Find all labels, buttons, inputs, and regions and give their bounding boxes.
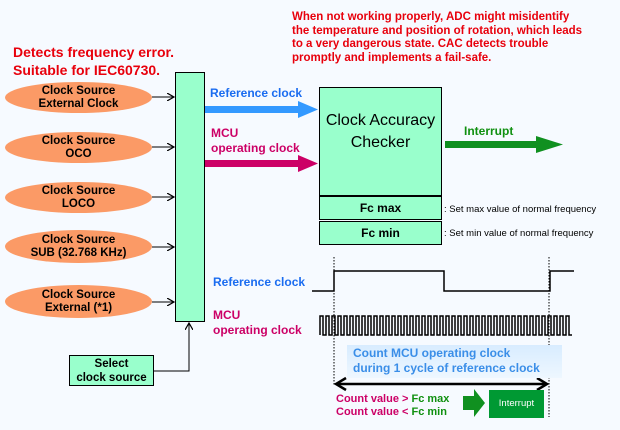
count-description: Count MCU operating clock during 1 cycle… [347, 345, 562, 378]
interrupt-box: Interrupt [489, 390, 544, 418]
clock-source-external: Clock Source External (*1) [5, 285, 152, 318]
mcu-clock-label: MCU operating clock [211, 126, 300, 156]
note-line: When not working properly, ADC might mis… [292, 11, 570, 23]
condition-max: Count value > Fc max [336, 393, 449, 406]
source-line: SUB (32.768 KHz) [30, 246, 127, 259]
source-line: Clock Source [41, 184, 116, 197]
count-line: during 1 cycle of reference clock [353, 361, 540, 375]
source-line: OCO [65, 147, 92, 160]
fc-min-box: Fc min [319, 221, 442, 245]
condition-value: Fc min [411, 406, 447, 418]
note-line: to a very dangerous state. CAC detects t… [292, 38, 549, 50]
fc-max-note: : Set max value of normal frequency [444, 204, 597, 215]
mcu-clock-arrow [204, 155, 318, 172]
clock-selector-block [175, 72, 205, 322]
clock-source-external-clock: Clock Source External Clock [5, 82, 152, 113]
select-arrow [154, 323, 189, 372]
timing-reference-label: Reference clock [213, 275, 306, 289]
condition-value: Fc max [411, 393, 450, 405]
reference-waveform [312, 270, 574, 292]
headline-line: Suitable for IEC60730. [13, 62, 161, 78]
clock-source-oco: Clock Source OCO [5, 132, 152, 163]
interrupt-label: Interrupt [464, 124, 514, 138]
safety-note: When not working properly, ADC might mis… [292, 11, 620, 65]
headline-line: Detects frequency error. [13, 44, 175, 60]
cycle-span-arrow [333, 376, 550, 392]
cac-title: Clock Accuracy [325, 112, 436, 129]
fc-min-note: : Set min value of normal frequency [444, 228, 594, 239]
headline: Detects frequency error. Suitable for IE… [13, 43, 174, 79]
source-line: Clock Source [41, 288, 116, 301]
clock-source-sub: Clock Source SUB (32.768 KHz) [5, 230, 152, 263]
count-line: Count MCU operating clock [353, 346, 511, 360]
select-line: Select [94, 358, 129, 370]
timing-mcu-label: MCU operating clock [213, 308, 302, 338]
interrupt-arrow [445, 136, 563, 153]
mcu-label-line: MCU [211, 126, 239, 140]
mcu-label-line: operating clock [211, 141, 300, 155]
interrupt-conditions: Count value > Fc max Count value < Fc mi… [336, 393, 449, 419]
reference-clock-label: Reference clock [210, 86, 303, 100]
source-line: Clock Source [41, 233, 116, 246]
source-line: Clock Source [41, 134, 116, 147]
clock-source-loco: Clock Source LOCO [5, 182, 152, 213]
source-line: LOCO [61, 197, 96, 210]
result-arrow [463, 389, 485, 417]
note-line: promptly and implements a fail-safe. [292, 51, 492, 64]
clock-accuracy-checker: Clock Accuracy Checker [319, 87, 442, 196]
mcu-label-line: operating clock [213, 323, 302, 337]
source-line: External Clock [38, 97, 119, 110]
cac-title: Checker [350, 134, 411, 151]
mcu-waveform [319, 315, 572, 336]
mcu-label-line: MCU [213, 308, 241, 322]
condition-text: Count value < [336, 406, 412, 418]
note-line: the temperature and position of rotation… [292, 24, 583, 37]
source-line: External (*1) [44, 301, 113, 314]
select-line: clock source [76, 372, 147, 384]
select-clock-source-box: Select clock source [69, 355, 154, 386]
source-line: Clock Source [41, 84, 116, 97]
condition-text: Count value > [336, 393, 412, 405]
fc-max-box: Fc max [319, 196, 442, 220]
condition-min: Count value < Fc min [336, 406, 449, 419]
reference-clock-arrow [204, 101, 318, 118]
